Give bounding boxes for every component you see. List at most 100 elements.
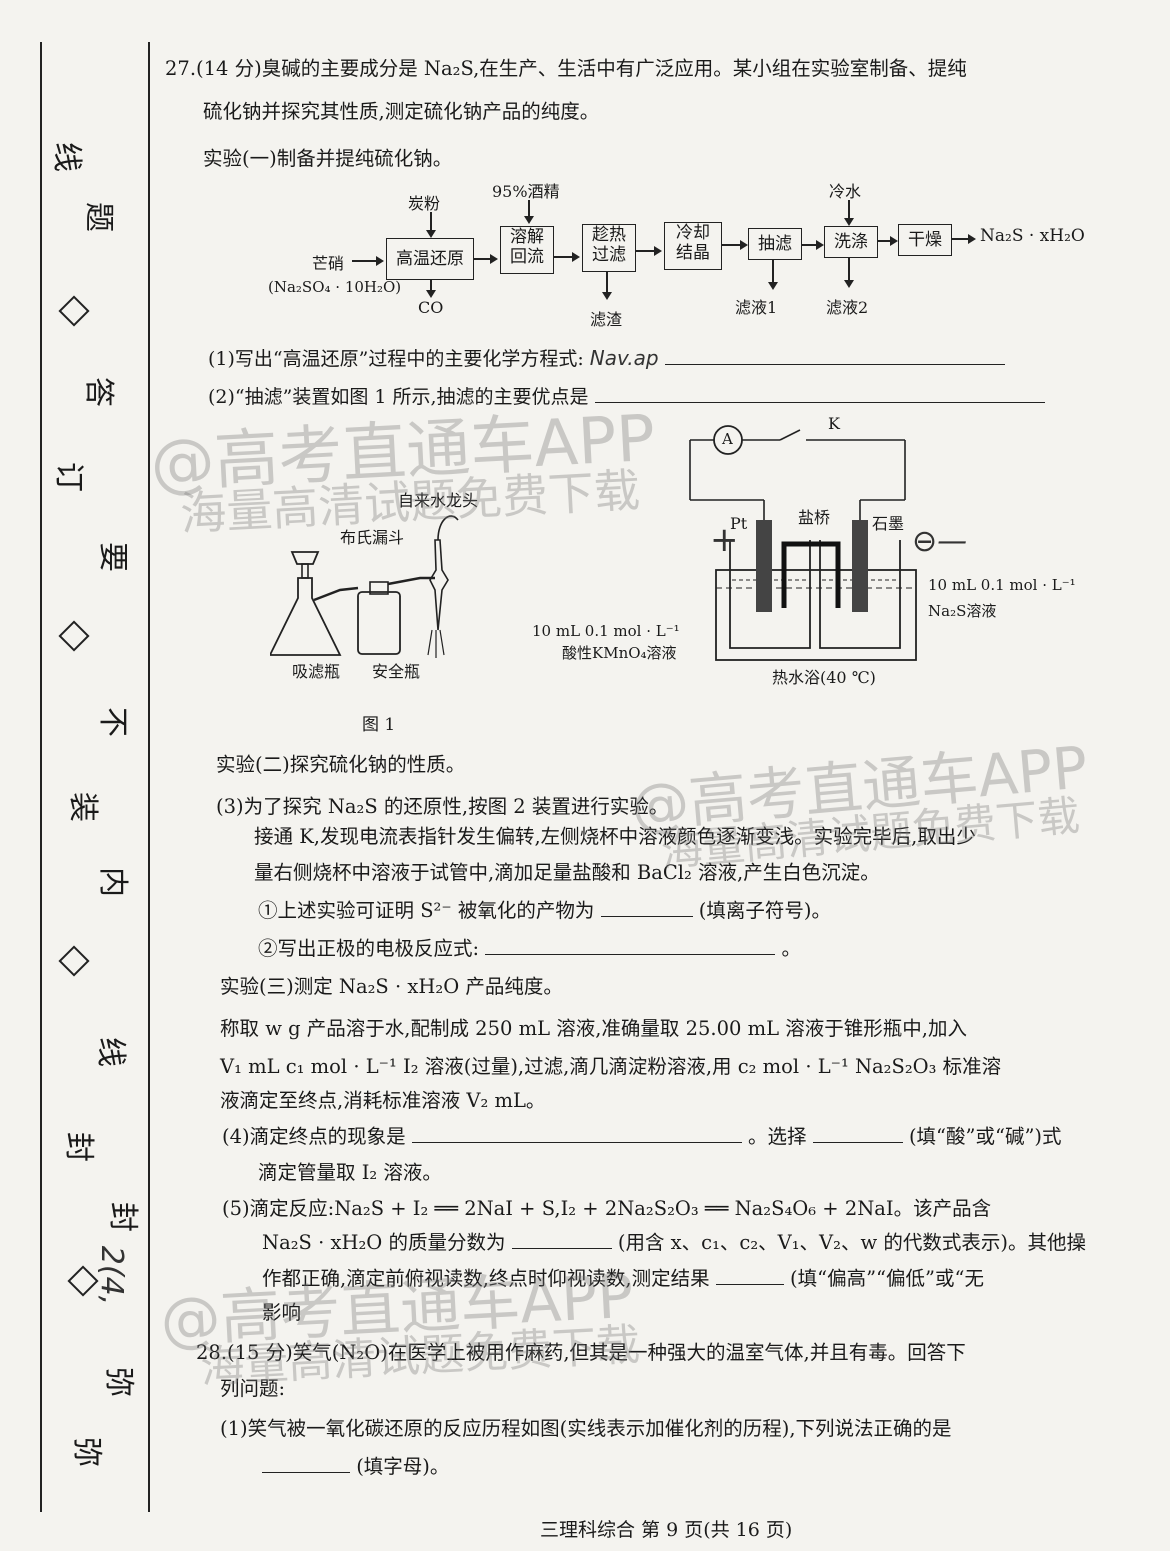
q27-sub5-text: (用含 x、c₁、c₂、V₁、V₂、w 的代数式表示)。其他操 [617, 1231, 1086, 1254]
margin-char: 弥 [69, 1437, 104, 1467]
fig2-label-left-sol: 酸性KMnO₄溶液 [562, 644, 677, 662]
q27-sub5-text: 作都正确,滴定前俯视读数,终点时仰视读数,测定结果 [262, 1267, 710, 1290]
handwriting-plus: + [710, 520, 739, 560]
margin-char: 题 [81, 202, 116, 232]
suction-flask-shape [270, 577, 342, 656]
flow-label-lvye1: 滤液1 [735, 298, 778, 317]
diamond-icon [58, 295, 90, 327]
fig2-label-pt: Pt [730, 514, 748, 533]
margin-char: 线 [93, 1037, 128, 1067]
tube-shape [313, 586, 359, 602]
arrow-down-icon [426, 212, 435, 238]
fig2-label-ammeter: A [722, 430, 733, 448]
margin-char: 装 [65, 792, 100, 822]
flow-label-lengshui: 冷水 [829, 182, 862, 201]
flow-box-text: 结晶 [676, 243, 710, 263]
flow-box-text: 回流 [510, 247, 544, 267]
answer-blank[interactable] [262, 1454, 350, 1473]
flow-label-tanfen: 炭粉 [408, 194, 441, 213]
q27-sub3-q2-text: ②写出正极的电极反应式: [258, 937, 480, 960]
fig1-label-funnel: 布氏漏斗 [340, 528, 405, 547]
flow-box-lengque-jiejing: 冷却 结晶 [664, 222, 722, 270]
flow-box-xidi: 洗涤 [824, 226, 878, 258]
flow-box-rongjie-huiliu: 溶解 回流 [500, 226, 554, 274]
margin-char: 线 [49, 142, 84, 172]
arrow-right-icon [722, 240, 748, 249]
q27-sub5-line3: 作都正确,滴定前俯视读数,终点时仰视读数,测定结果 (填“偏高”“偏低”或“无 [262, 1262, 984, 1291]
safety-bottle-shape [357, 591, 401, 655]
margin-char: 封 [61, 1132, 96, 1162]
figure1-filtration-apparatus [270, 515, 459, 658]
water-bath-shape [715, 569, 917, 661]
q27-sub1-text: (1)写出“高温还原”过程中的主要化学方程式: [208, 348, 584, 370]
exp3-para3: 液滴定至终点,消耗标准溶液 V₂ mL。 [220, 1089, 546, 1112]
diamond-icon [58, 945, 90, 977]
q27-sub4: (4)滴定终点的现象是 。选择 (填“酸”或“碱”)式 [222, 1120, 1062, 1149]
q27-sub5-line4: 影响 [262, 1301, 302, 1324]
margin-char: 封 [105, 1202, 140, 1232]
arrow-right-icon [352, 256, 384, 265]
funnel-stem-shape [301, 563, 309, 579]
q27-stem-line2: 硫化钠并探究其性质,测定硫化钠产品的纯度。 [203, 100, 600, 123]
aspirator-shape [429, 539, 449, 631]
arrow-down-icon [524, 200, 533, 224]
q27-sub2-text: (2)“抽滤”装置如图 1 所示,抽滤的主要优点是 [208, 386, 589, 408]
right-beaker-shape [819, 540, 901, 649]
fig1-label-faucet: 自来水龙头 [398, 491, 479, 510]
arrow-down-icon [426, 280, 435, 298]
q27-sub4-text: (4)滴定终点的现象是 [222, 1125, 406, 1148]
arrow-right-icon [636, 246, 662, 255]
page-footer: 三理科综合 第 9 页(共 16 页) [540, 1519, 793, 1541]
margin-line-inner [148, 42, 150, 1512]
q27-sub3-q1: ①上述实验可证明 S²⁻ 被氧化的产物为 (填离子符号)。 [258, 894, 831, 923]
q28-stem-line1: 28.(15 分)笑气(N₂O)在医学上被用作麻药,但其是一种强大的温室气体,并… [196, 1341, 966, 1364]
q27-sub3-q1-text: ①上述实验可证明 S²⁻ 被氧化的产物为 [258, 899, 595, 922]
arrow-down-icon [602, 272, 611, 300]
buchner-funnel-shape [290, 551, 320, 565]
arrow-right-icon [474, 254, 498, 263]
q27-sub3-q2: ②写出正极的电极反应式: 。 [258, 936, 801, 960]
binding-margin: 线 题 答 订 要 不 装 内 线 封 封 2(4, 弥 弥 [0, 0, 160, 1551]
q27-sub4-line2: 滴定管量取 I₂ 溶液。 [258, 1161, 442, 1184]
exp3-para2: V₁ mL c₁ mol · L⁻¹ I₂ 溶液(过量),过滤,滴几滴淀粉溶液,… [220, 1055, 1002, 1078]
q27-sub3-para1: 接通 K,发现电流表指针发生偏转,左侧烧杯中溶液颜色逐渐变浅。实验完毕后,取出少 [254, 825, 976, 848]
fig2-label-switch: K [828, 414, 840, 433]
handwriting-minus: ⊖— [912, 524, 968, 559]
flow-box-text: 溶解 [510, 227, 544, 247]
switch-icon [779, 429, 801, 441]
q27-stem-line1: 27.(14 分)臭碱的主要成分是 Na₂S,在生产、生活中有广泛应用。某小组在… [165, 57, 967, 80]
exp1-title: 实验(一)制备并提纯硫化钠。 [203, 147, 453, 170]
flow-box-ganzao: 干燥 [898, 224, 952, 256]
margin-line-outer [40, 42, 42, 1512]
q27-sub1: (1)写出“高温还原”过程中的主要化学方程式: Nav.ap [208, 344, 1005, 371]
exp2-title: 实验(二)探究硫化钠的性质。 [216, 753, 466, 776]
margin-handwriting: 2(4, [94, 1245, 130, 1306]
answer-blank[interactable] [411, 1124, 742, 1143]
fig2-label-graphite: 石墨 [872, 514, 905, 533]
fig1-caption: 图 1 [362, 715, 396, 735]
q27-sub3: (3)为了探究 Na₂S 的还原性,按图 2 装置进行实验。 [216, 795, 669, 818]
answer-blank[interactable] [600, 898, 693, 917]
answer-blank[interactable] [715, 1266, 784, 1285]
exp3-para1: 称取 w g 产品溶于水,配制成 250 mL 溶液,准确量取 25.00 mL… [220, 1017, 967, 1040]
graphite-electrode-shape [852, 520, 868, 612]
arrow-right-icon [952, 234, 976, 243]
figure2-galvanic-cell [689, 425, 917, 661]
flow-box-text: 趁热 [592, 225, 626, 245]
q27-sub4-text: 。选择 [748, 1125, 807, 1148]
arrow-right-icon [878, 236, 898, 245]
flow-label-mangxiao: 芒硝 [312, 254, 345, 273]
margin-char: 要 [95, 542, 130, 572]
flow-box-chenre-guolv: 趁热 过滤 [582, 224, 636, 272]
answer-blank[interactable] [664, 346, 1005, 365]
answer-blank[interactable] [594, 384, 1045, 403]
answer-blank[interactable] [511, 1230, 612, 1249]
answer-blank[interactable] [485, 936, 776, 955]
margin-char: 不 [95, 707, 130, 737]
flow-box-choulv: 抽滤 [748, 228, 802, 260]
flow-label-mangxiao-formula: (Na₂SO₄ · 10H₂O) [268, 278, 402, 296]
flow-label-lvzha: 滤渣 [590, 310, 623, 329]
answer-blank[interactable] [812, 1124, 903, 1143]
fig2-label-bridge: 盐桥 [798, 508, 831, 527]
arrow-down-icon [844, 258, 853, 288]
